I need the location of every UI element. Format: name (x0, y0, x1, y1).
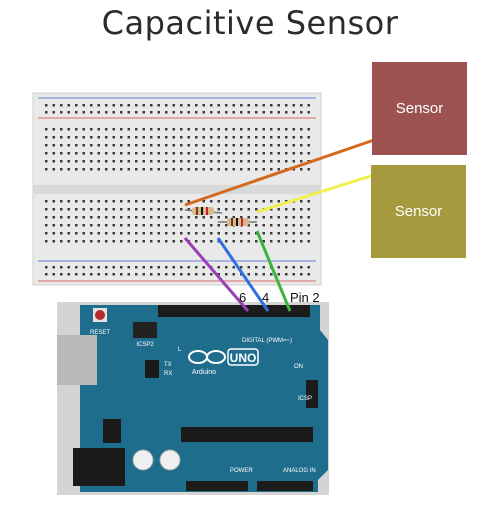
l-label: L (178, 347, 182, 353)
digital-label: DIGITAL (PWM=~) (242, 338, 292, 344)
reset-button (95, 310, 105, 320)
resistor-2 (218, 218, 257, 226)
usb-port (57, 335, 97, 385)
wire-yellow (256, 173, 375, 214)
pin-4-label: 4 (262, 290, 270, 305)
power-jack (73, 448, 125, 486)
uno-label: UNO (230, 351, 257, 365)
wire-orange (184, 138, 375, 207)
power-header (186, 481, 248, 491)
wire-purple (183, 237, 250, 312)
brand-label: Arduino (192, 369, 216, 376)
sensor-2: Sensor (371, 165, 466, 258)
reset-label: RESET (90, 330, 110, 336)
icsp2-label: ICSP2 (136, 342, 154, 348)
analog-header (257, 481, 313, 491)
on-label: ON (294, 364, 303, 370)
analog-label: ANALOG IN (283, 468, 316, 474)
arduino-uno-board: RESET ICSP2 L TX RX DIGITAL (PWM=~) UNO … (57, 302, 329, 495)
sensor-2-label: Sensor (394, 203, 443, 220)
rx-label: RX (164, 371, 172, 377)
digital-header (158, 305, 310, 317)
arduino-logo: UNO Arduino (188, 348, 259, 376)
pin-6-label: 6 (239, 290, 247, 305)
breadboard (32, 92, 322, 286)
power-label: POWER (230, 468, 253, 474)
pin-2-label: Pin 2 (290, 290, 320, 305)
icsp-label: ICSP (298, 396, 312, 402)
tx-label: TX (164, 362, 172, 368)
resistor-1 (184, 207, 223, 215)
page-title: Capacitive Sensor (101, 4, 399, 42)
wire-green (255, 230, 292, 312)
sensor-1-label: Sensor (395, 100, 444, 117)
microcontroller-chip (181, 427, 313, 442)
wire-blue (216, 237, 270, 312)
sensor-1: Sensor (372, 62, 467, 155)
